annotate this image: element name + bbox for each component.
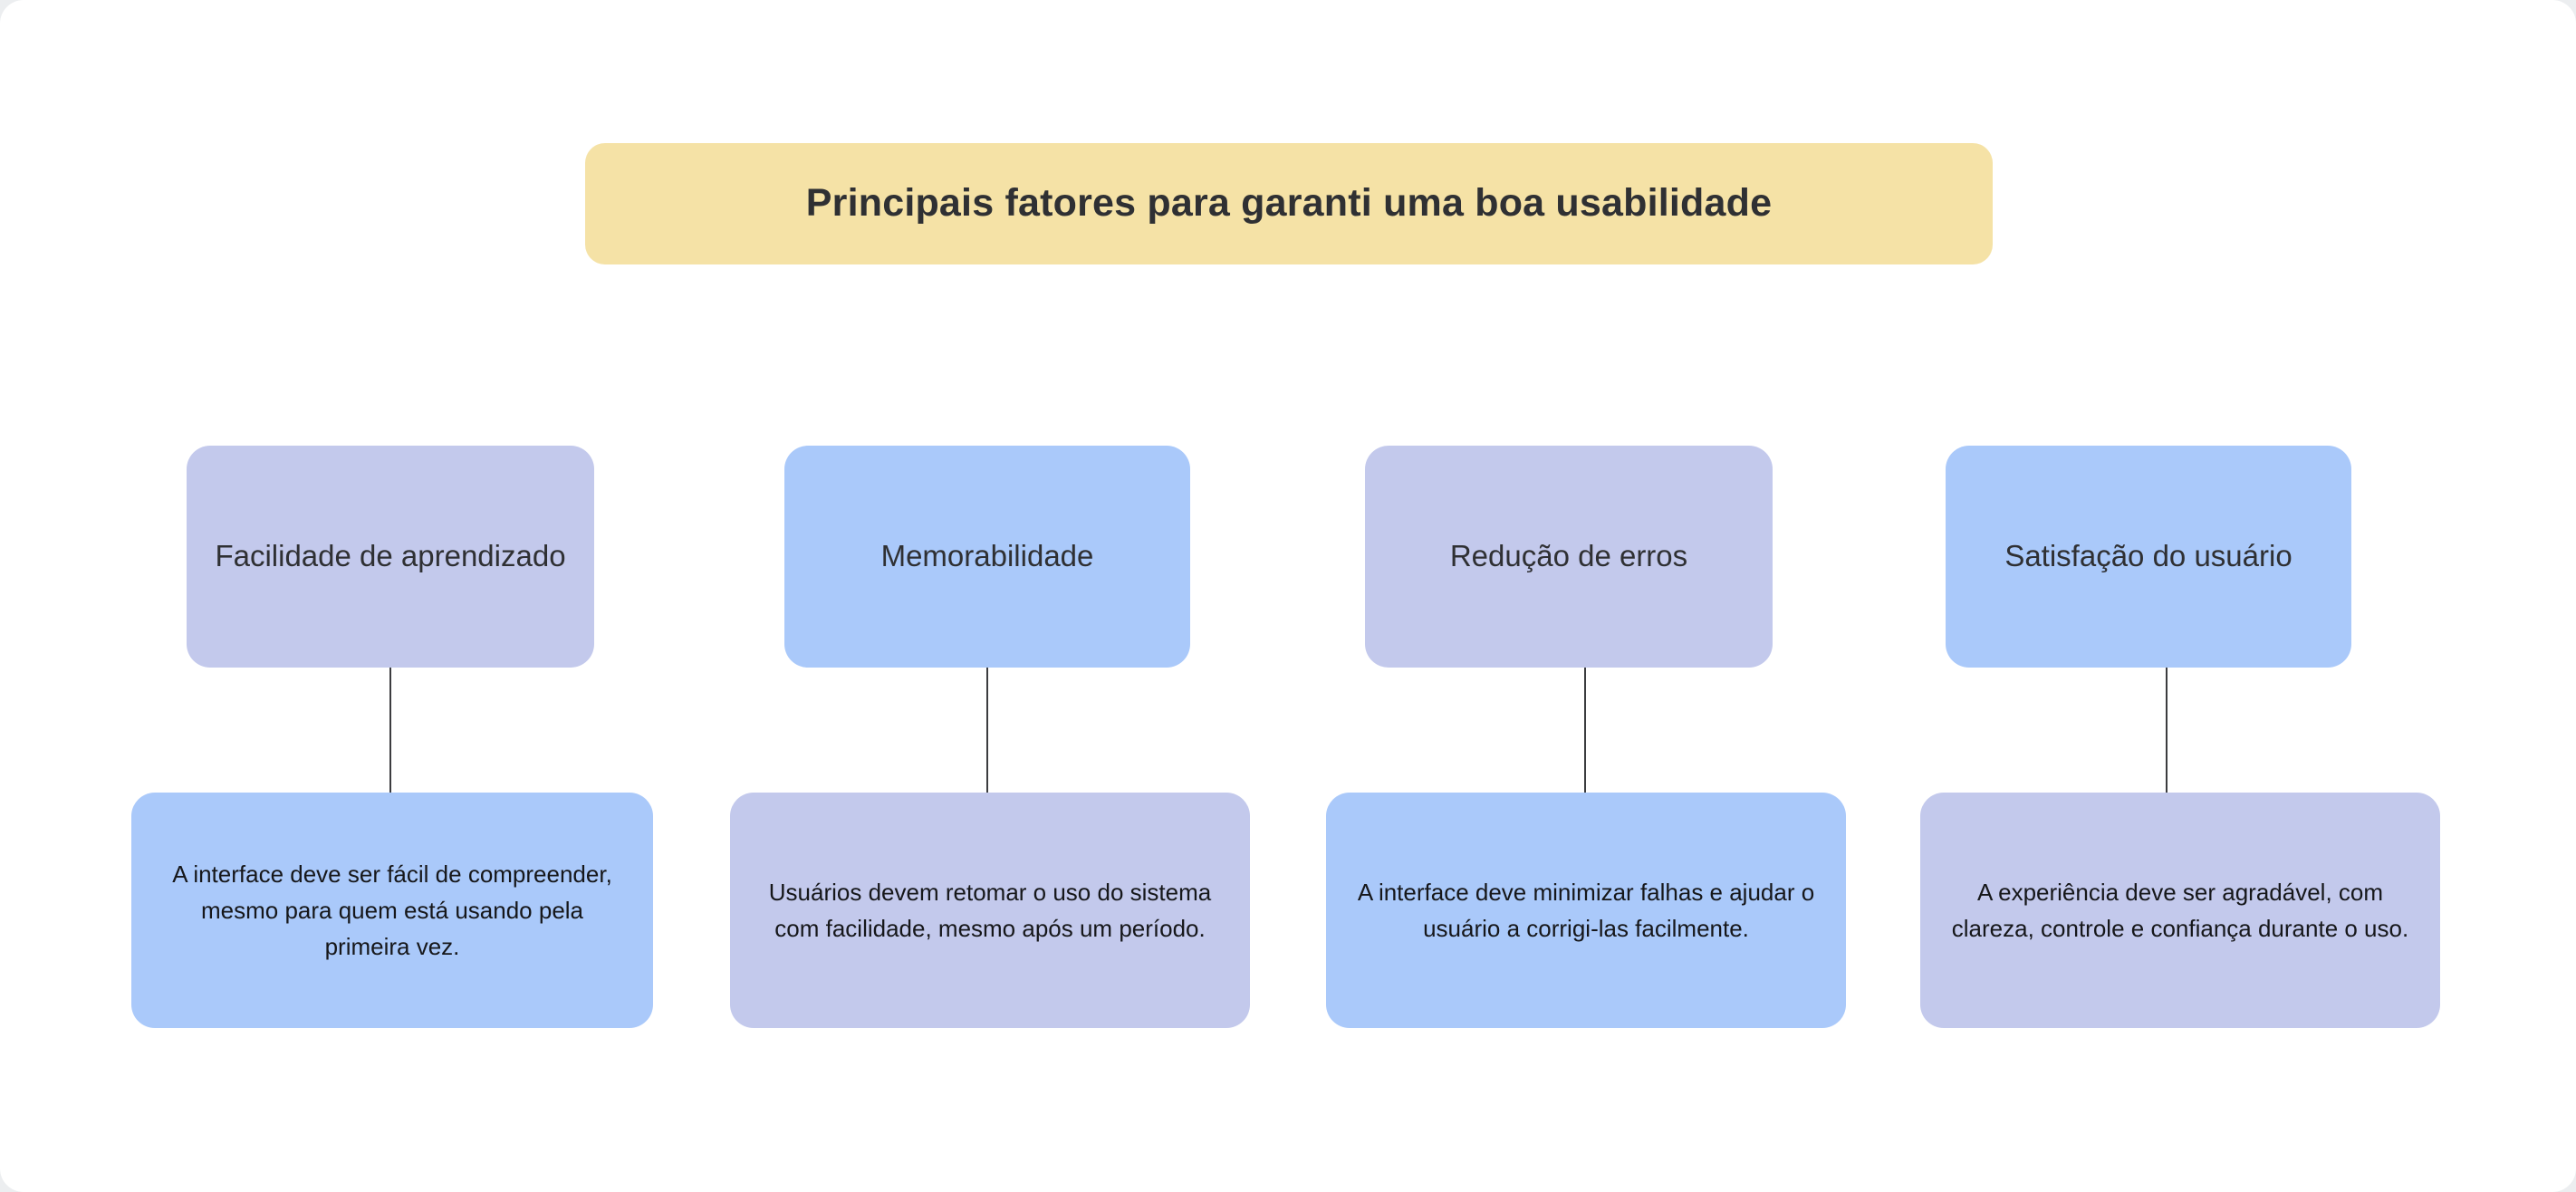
description-card-text: A experiência deve ser agradável, com cl… [1951,878,2409,942]
diagram-title-banner: Principais fatores para garanti uma boa … [585,143,1993,264]
description-card-memorabilidade[interactable]: Usuários devem retomar o uso do sistema … [730,793,1250,1028]
factor-card-label: Facilidade de aprendizado [215,539,566,573]
description-card-text: Usuários devem retomar o uso do sistema … [768,878,1212,942]
description-card-text: A interface deve ser fácil de compreende… [172,860,612,961]
description-card-text: A interface deve minimizar falhas e ajud… [1357,878,1815,942]
connector-line-3 [1584,668,1586,793]
connector-line-2 [986,668,988,793]
connector-line-4 [2166,668,2167,793]
connector-line-1 [389,668,391,793]
factor-card-facilidade-de-aprendizado[interactable]: Facilidade de aprendizado [187,446,594,668]
description-card-satisfacao-do-usuario[interactable]: A experiência deve ser agradável, com cl… [1920,793,2440,1028]
factor-card-label: Memorabilidade [880,539,1094,573]
factor-card-reducao-de-erros[interactable]: Redução de erros [1365,446,1773,668]
page-title: Principais fatores para garanti uma boa … [805,181,1773,226]
factor-card-label: Satisfação do usuário [2004,539,2292,573]
factor-card-label: Redução de erros [1449,539,1688,573]
description-card-reducao-de-erros[interactable]: A interface deve minimizar falhas e ajud… [1326,793,1846,1028]
factor-card-satisfacao-do-usuario[interactable]: Satisfação do usuário [1946,446,2351,668]
factor-card-memorabilidade[interactable]: Memorabilidade [784,446,1190,668]
description-card-facilidade-de-aprendizado[interactable]: A interface deve ser fácil de compreende… [131,793,653,1028]
